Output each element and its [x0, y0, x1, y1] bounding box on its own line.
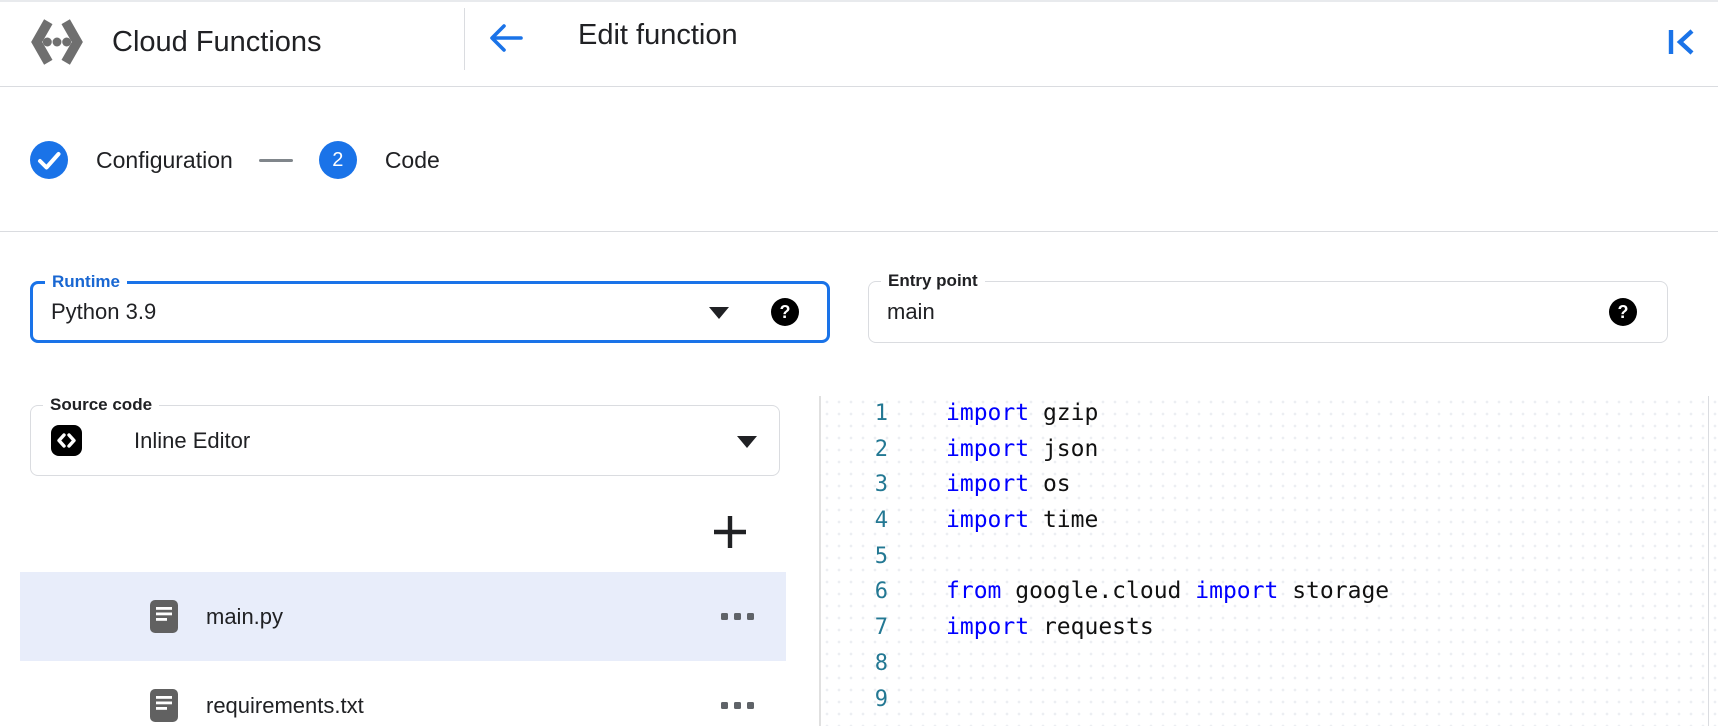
runtime-label: Runtime — [45, 271, 127, 293]
chevron-down-icon — [709, 307, 729, 319]
cloud-functions-logo-icon — [31, 19, 83, 65]
header-divider — [464, 8, 465, 70]
runtime-help-icon[interactable]: ? — [771, 298, 799, 326]
line-number: 2 — [874, 436, 888, 462]
entry-point-field: Entry point ? — [868, 270, 1668, 343]
line-content — [888, 682, 946, 718]
line-content: import gzip — [946, 400, 1099, 426]
runtime-value: Python 3.9 — [51, 299, 157, 324]
file-row-requirements.txt[interactable]: requirements.txt — [20, 661, 786, 726]
editor-scrollbar-track[interactable] — [1708, 396, 1709, 726]
line-content: from google.cloud import storage — [946, 578, 1390, 605]
step-label: Code — [384, 146, 440, 173]
line-content: import time — [946, 507, 1099, 534]
code-line-4[interactable]: 4 import time — [821, 503, 1718, 539]
line-number: 1 — [874, 401, 888, 426]
line-content — [888, 539, 946, 575]
code-line-8[interactable]: 8 — [821, 646, 1718, 682]
file-overflow-menu-button[interactable] — [721, 612, 754, 620]
code-line-5[interactable]: 5 — [821, 539, 1718, 575]
line-number: 4 — [874, 508, 888, 534]
step-code[interactable]: 2 Code — [318, 141, 440, 179]
file-overflow-menu-button[interactable] — [721, 701, 754, 709]
file-document-icon — [150, 600, 178, 633]
line-content: import os — [946, 471, 1071, 498]
chevron-down-icon — [737, 435, 757, 448]
runtime-select[interactable]: Runtime Python 3.9 ? — [30, 271, 830, 343]
plus-icon — [714, 516, 746, 548]
app-header: Cloud Functions Edit function — [0, 0, 1718, 87]
line-number: 6 — [874, 579, 888, 605]
entry-point-help-icon[interactable]: ? — [1609, 298, 1637, 326]
product-name: Cloud Functions — [112, 25, 322, 58]
add-file-button[interactable] — [704, 506, 756, 558]
step-number-badge: 2 — [318, 141, 357, 179]
code-line-6[interactable]: 6 from google.cloud import storage — [821, 574, 1718, 610]
file-name: requirements.txt — [206, 692, 364, 718]
code-line-3[interactable]: 3 import os — [821, 467, 1718, 503]
page-title: Edit function — [578, 19, 738, 51]
code-line-7[interactable]: 7 import requests — [821, 610, 1718, 646]
product-brand: Cloud Functions — [28, 10, 322, 74]
code-editor[interactable]: 1 import gzip 2 import json 3 import os 4 impor… — [819, 396, 1718, 726]
step-configuration[interactable]: Configuration — [30, 141, 233, 179]
line-number: 9 — [874, 686, 888, 712]
file-row-main.py[interactable]: main.py — [20, 572, 786, 661]
line-content — [888, 646, 946, 682]
step-label: Configuration — [96, 146, 233, 173]
step-complete-check-icon — [30, 141, 68, 179]
collapse-panel-icon — [1668, 29, 1694, 55]
source-code-value: Inline Editor — [134, 427, 251, 453]
line-number: 7 — [874, 615, 888, 641]
entry-point-input[interactable] — [887, 282, 1447, 342]
file-document-icon — [150, 689, 178, 722]
source-code-label: Source code — [43, 394, 160, 416]
code-line-2[interactable]: 2 import json — [821, 432, 1718, 468]
step-connector — [258, 158, 293, 162]
line-number: 8 — [874, 650, 888, 676]
line-number: 3 — [874, 472, 888, 498]
line-number: 5 — [874, 543, 888, 569]
source-code-select[interactable]: Source code Inline Editor — [30, 394, 780, 476]
back-arrow-icon — [490, 24, 523, 52]
file-name: main.py — [206, 603, 284, 629]
code-lines: 1 import gzip 2 import json 3 import os 4 impor… — [821, 396, 1718, 717]
code-line-1[interactable]: 1 import gzip — [821, 396, 1718, 432]
stepper: Configuration 2 Code — [0, 89, 1718, 232]
line-content: import requests — [946, 614, 1154, 641]
code-line-9[interactable]: 9 — [821, 682, 1718, 718]
line-content: import json — [946, 435, 1099, 462]
collapse-panel-button[interactable] — [1662, 22, 1702, 62]
back-button[interactable] — [486, 18, 526, 58]
inline-editor-code-icon — [51, 425, 82, 456]
